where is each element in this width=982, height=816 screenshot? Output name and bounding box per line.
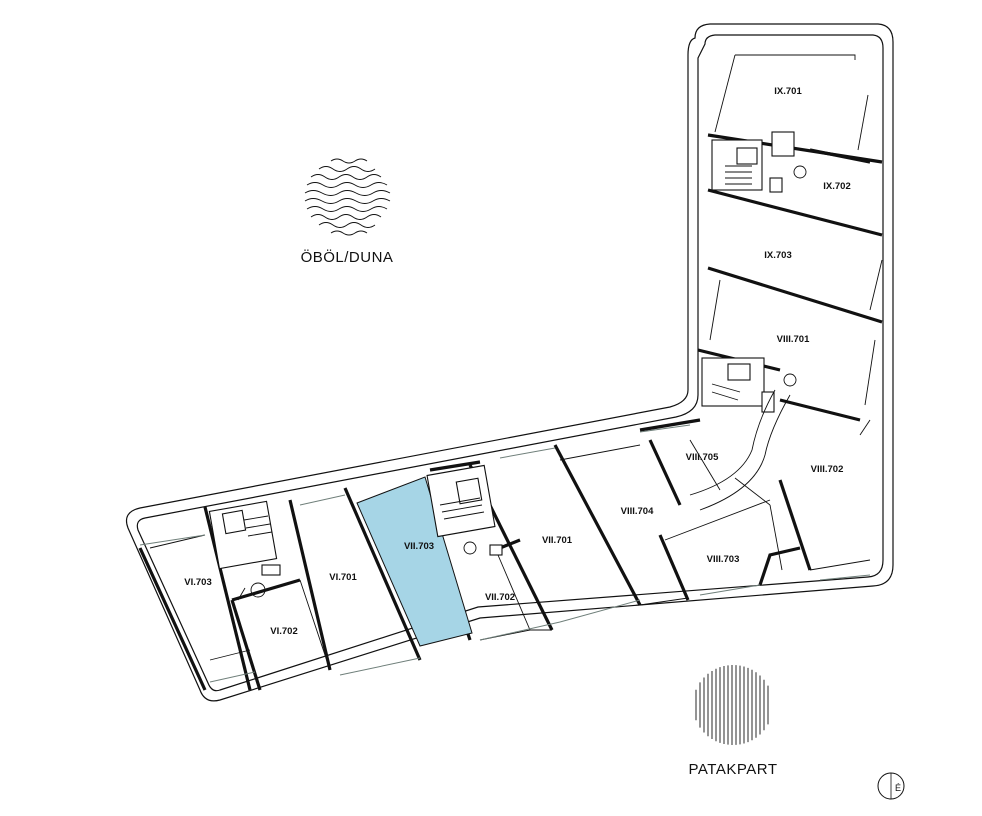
unit-label-vii-703: VII.703	[404, 541, 434, 552]
unit-label-vi-702: VI.702	[270, 626, 297, 637]
building-outline	[125, 23, 894, 702]
core-vi	[208, 500, 281, 598]
unit-label-ix-703: IX.703	[764, 250, 791, 261]
bay-label: ÖBÖL/DUNA	[301, 248, 394, 266]
compass-label: É	[895, 783, 901, 793]
unit-label-viii-701: VIII.701	[777, 334, 810, 345]
unit-vii-703-fill[interactable]	[356, 476, 473, 647]
core-top	[711, 131, 807, 193]
unit-label-vi-703: VI.703	[184, 577, 211, 588]
unit-label-vii-701: VII.701	[542, 535, 573, 546]
striped-circle-icon	[695, 665, 769, 745]
partitions	[149, 54, 883, 671]
unit-label-viii-704: VIII.704	[621, 506, 654, 517]
curved-corridor	[689, 389, 791, 511]
unit-label-ix-701: IX.701	[774, 86, 802, 97]
unit-label-viii-702: VIII.702	[811, 464, 844, 475]
unit-label-ix-702: IX.702	[823, 181, 850, 192]
unit-label-vi-701: VI.701	[329, 572, 357, 583]
unit-label-viii-703: VIII.703	[707, 554, 740, 565]
core-vii	[426, 464, 503, 556]
unit-label-viii-705: VIII.705	[686, 452, 719, 463]
creek-label: PATAKPART	[689, 761, 778, 778]
waves-icon	[304, 158, 391, 236]
structural-walls	[138, 133, 883, 691]
north-compass-icon: É	[877, 772, 905, 800]
unit-labels: IX.701 IX.702 IX.703 VIII.701 VIII.702 V…	[184, 86, 850, 637]
facade-glazing	[139, 424, 871, 683]
core-middle	[701, 357, 797, 413]
unit-label-vii-702: VII.702	[485, 592, 515, 603]
